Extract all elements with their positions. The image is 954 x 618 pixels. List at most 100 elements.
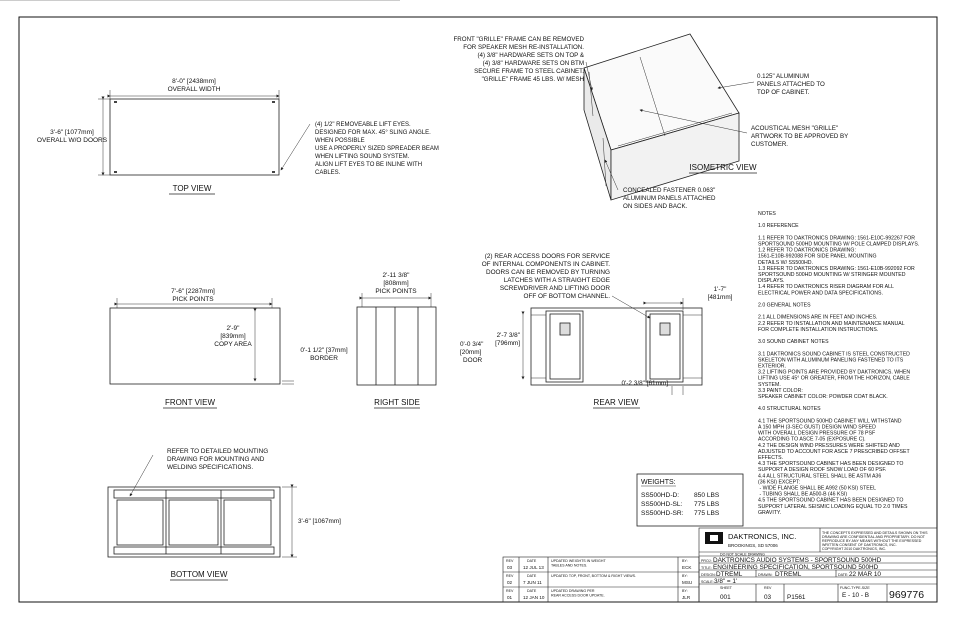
rev-description: UPDATED DRAWING PER: [551, 589, 595, 593]
note-line: [758, 345, 759, 351]
rev-date: 12 JUL 13: [523, 565, 544, 570]
drawing-scale: 3/8" = 1': [714, 578, 737, 585]
lift-eyes-note-4: USE A PROPERLY SIZED SPREADER BEAM: [315, 146, 439, 152]
rear-view-title: REAR VIEW: [594, 398, 639, 407]
bottom-view-title: BOTTOM VIEW: [171, 570, 228, 579]
door-offset-dim: 0'-0 3/4": [460, 341, 483, 348]
note-line: - WIDE FLANGE SHALL BE A992 (50 KSI) STE…: [758, 486, 876, 492]
note-line: 2.0 GENERAL NOTES: [758, 303, 811, 309]
note-line: [758, 217, 759, 223]
sheet-label: SHEET: [720, 586, 733, 590]
by-header: BY:: [682, 574, 688, 578]
right-pick-dim-1: 2'-11 3/8": [383, 272, 411, 279]
door-width-dim-1: 1'-7": [714, 286, 727, 293]
top-view-cabinet: [109, 98, 280, 176]
right-pick-label: PICK POINTS: [375, 288, 417, 295]
weight-model: SS500HD-D:: [641, 492, 679, 499]
right-side-view: 2'-11 3/8" [808mm] PICK POINTS RIGHT SID…: [356, 272, 437, 409]
note-line: 1.3 REFER TO DAKTRONICS DRAWING: 1561-E1…: [758, 266, 915, 272]
note-line: 2.2 REFER TO INSTALLATION AND MAINTENANC…: [758, 321, 905, 327]
rev-header: REV: [506, 559, 514, 563]
rev-header: REV: [506, 589, 514, 593]
note-line: [758, 296, 759, 302]
note-line: A 150 MPH (3-SEC GUST) DESIGN WIND SPEED: [758, 425, 876, 431]
date-header: DATE: [527, 574, 537, 578]
note-line: EXTERIOR.: [758, 364, 786, 370]
confidential-note-2: DRAWING ARE CONFIDENTIAL AND PROPRIETARY…: [822, 535, 926, 539]
top-height-label: OVERALL W/O DOORS: [37, 137, 108, 144]
note-line: [758, 412, 759, 418]
rear-door-right: [649, 313, 681, 380]
note-line: WITH OVERALL DESIGN PRESSURE OF 78 PSF: [758, 431, 875, 437]
top-width-dim: 8'-0" [2438mm]: [172, 78, 216, 85]
note-line: [758, 333, 759, 339]
lift-eyes-note-3: WHEN POSSIBLE: [315, 138, 365, 144]
door-height-dim-2: [796mm]: [495, 340, 520, 347]
note-line: 4.3 THE SPORTSOUND CABINET HAS BEEN DESI…: [758, 461, 903, 467]
rev-description: UPDATED WEIGHTS IN WEIGHT: [551, 559, 606, 563]
note-line: ADJUSTED TO ACCOUNT FOR ASCE 7 PRESCRIBE…: [758, 449, 910, 455]
note-line: 1.0 REFERENCE: [758, 223, 799, 229]
border-dim: 0'-1 1/2" [37mm]: [300, 347, 347, 354]
grille-note-3: (4) 3/8" HARDWARE SETS ON TOP &: [478, 52, 585, 59]
rear-view: (2) REAR ACCESS DOORS FOR SERVICE OF INT…: [460, 253, 733, 409]
design-label: DESIGN:: [701, 573, 716, 577]
top-width-label: OVERALL WIDTH: [168, 86, 221, 93]
rev-by: ECK: [682, 565, 692, 570]
note-line: 1.1 REFER TO DAKTRONICS DRAWING: 1561-E1…: [758, 235, 915, 241]
note-line: ELECTRICAL POWER AND DATA SPECIFICATIONS…: [758, 290, 883, 296]
rev-description: UPDATED TOP, FRONT, BOTTOM & RIGHT VIEWS…: [551, 574, 636, 578]
company-city: BROOKINGS, SD 57006: [728, 543, 778, 548]
front-view-title: FRONT VIEW: [165, 398, 216, 407]
fastener-note-3: ON SIDES AND BACK.: [623, 203, 688, 210]
func-type-size-label: FUNC-TYPE-SIZE: [840, 586, 870, 590]
aluminum-panel-note-3: TOP OF CABINET.: [757, 89, 810, 96]
note-line: SYSTEM.: [758, 382, 781, 388]
rear-door-left: [549, 313, 581, 380]
grille-note-6: "GRILLE" FRAME 45 LBS. W/ MESH: [482, 76, 584, 83]
bottom-height-dim: 3'-6" [1067mm]: [298, 518, 341, 525]
note-line: 4.5 THE SPORTSOUND CABINET HAS BEEN DESI…: [758, 498, 903, 504]
note-line: 4.0 STRUCTURAL NOTES: [758, 406, 821, 412]
rev-description: REAR ACCESS DOOR UPDATE.: [551, 594, 605, 598]
note-line: GRAVITY.: [758, 510, 781, 516]
door-offset-label: DOOR: [463, 357, 483, 364]
note-line: SUPPORT LATERAL SEISMIC LOADING EQUAL TO…: [758, 504, 908, 510]
note-line: SPORTSOUND 500HD MOUNTING W/ STRINGER MO…: [758, 272, 906, 278]
front-pick-label: PICK POINTS: [172, 296, 214, 303]
rear-door-note-5: SCREWDRIVER AND LIFTING DOOR: [500, 285, 610, 292]
date-header: DATE: [527, 559, 537, 563]
note-line: SUPPORT A DESIGN ROOF SNOW LOAD OF 60 PS…: [758, 467, 886, 473]
rev-by: MSU: [682, 580, 692, 585]
top-height-dim: 3'-6" [1077mm]: [50, 129, 94, 136]
designer: DTREML: [716, 571, 743, 578]
daktronics-logo-icon: [705, 532, 723, 544]
sheet-border: [18, 16, 938, 603]
rev-number: 03: [507, 565, 513, 570]
fastener-note-2: ALUMINUM PANELS ATTACHED: [623, 195, 716, 202]
note-line: SKELETON WITH ALUMINUM PANELING FASTENED…: [758, 357, 904, 363]
note-line: 3.2 LIFTING POINTS ARE PROVIDED BY DAKTR…: [758, 370, 910, 376]
mounting-ref-note-1: REFER TO DETAILED MOUNTING: [167, 448, 268, 455]
weight-model: SS500HD-SL:: [641, 501, 683, 508]
mesh-note-1: ACOUSTICAL MESH "GRILLE": [751, 125, 838, 132]
grille-note-1: FRONT "GRILLE" FRAME CAN BE REMOVED: [454, 36, 585, 43]
weights-title: WEIGHTS:: [641, 479, 676, 486]
general-notes: NOTES 1.0 REFERENCE 1.1 REFER TO DAKTRON…: [758, 211, 919, 516]
title-label: TITLE:: [701, 566, 712, 570]
door-width-dim-2: [481mm]: [708, 294, 733, 301]
date-label: DATE:: [838, 573, 848, 577]
copy-area-label: COPY AREA: [214, 341, 252, 348]
aluminum-panel-note-1: 0.125" ALUMINUM: [757, 73, 809, 80]
right-side-title: RIGHT SIDE: [374, 398, 420, 407]
rear-view-cabinet: [530, 307, 703, 386]
rear-door-note-1: (2) REAR ACCESS DOORS FOR SERVICE: [485, 253, 610, 260]
note-line: 3.0 SOUND CABINET NOTES: [758, 339, 829, 345]
note-line: 4.4 ALL STRUCTURAL STEEL SHALL BE ASTM A…: [758, 473, 881, 479]
weight-value: 775 LBS: [694, 501, 720, 508]
title-block: DAKTRONICS, INC. BROOKINGS, SD 57006 THE…: [698, 527, 938, 603]
date-header: DATE: [527, 589, 537, 593]
confidential-note-4: WRITTEN CONSENT OF DAKTRONICS, INC.: [822, 543, 897, 547]
